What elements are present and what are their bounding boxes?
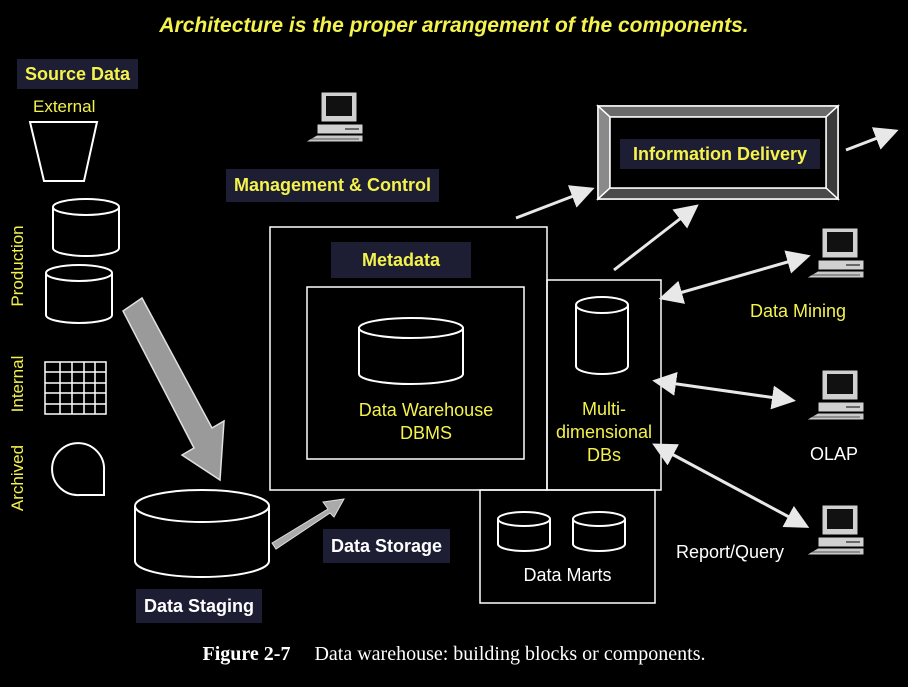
management-control-label: Management & Control xyxy=(226,169,440,202)
information-delivery-label: Information Delivery xyxy=(620,139,820,169)
data-mining-label: Data Mining xyxy=(750,301,847,321)
data-mart-cylinder-2-icon xyxy=(572,511,626,552)
internal-source-icon xyxy=(44,361,107,415)
data-staging-cylinder-icon xyxy=(134,489,270,578)
report-query-computer-icon xyxy=(805,504,865,556)
archived-source-icon xyxy=(51,442,106,497)
dw-dbms-line1: Data Warehouse xyxy=(358,400,494,420)
olap-computer-icon xyxy=(805,369,865,421)
delivery-out-arrow-icon xyxy=(845,127,899,152)
source-to-staging-arrow-icon xyxy=(122,296,225,482)
dw-dbms-box xyxy=(306,286,525,460)
dw-dbms-label: Data Warehouse DBMS xyxy=(336,399,516,445)
storage-to-delivery-arrow-icon xyxy=(515,185,595,220)
dw-dbms-line2: DBMS xyxy=(399,423,452,443)
metadata-label: Metadata xyxy=(331,242,471,278)
external-source-icon xyxy=(28,121,99,182)
multidim-to-delivery-arrow-icon xyxy=(613,204,699,272)
figure-caption-text: Data warehouse: building blocks or compo… xyxy=(314,643,706,665)
multidimensional-label: Multi- dimensional DBs xyxy=(547,398,661,467)
external-label: External xyxy=(33,97,96,116)
multidimensional-line3: DBs xyxy=(586,445,621,465)
data-marts-label: Data Marts xyxy=(523,565,612,585)
figure-caption: Figure 2-7 Data warehouse: building bloc… xyxy=(0,643,908,666)
multidimensional-line2: dimensional xyxy=(555,422,653,442)
figure-number: Figure 2-7 xyxy=(202,643,291,665)
data-marts-box xyxy=(479,489,656,604)
olap-arrow-icon xyxy=(652,371,796,410)
management-computer-icon xyxy=(304,91,364,143)
production-cylinder-1-icon xyxy=(52,198,120,257)
page-title: Architecture is the proper arrangement o… xyxy=(159,14,749,37)
data-mining-computer-icon xyxy=(805,227,865,279)
source-data-label: Source Data xyxy=(17,59,139,89)
data-staging-label: Data Staging xyxy=(136,589,263,623)
report-query-arrow-icon xyxy=(652,443,810,528)
olap-label: OLAP xyxy=(810,444,859,464)
report-query-label: Report/Query xyxy=(676,542,785,562)
data-mining-arrow-icon xyxy=(658,250,811,304)
staging-to-storage-arrow-icon xyxy=(271,498,345,550)
multidimensional-cylinder-icon xyxy=(575,296,629,375)
data-mart-cylinder-1-icon xyxy=(497,511,551,552)
data-storage-label: Data Storage xyxy=(323,529,451,563)
multidimensional-line1: Multi- xyxy=(582,399,626,419)
production-cylinder-2-icon xyxy=(45,264,113,324)
dw-dbms-cylinder-icon xyxy=(358,317,464,385)
